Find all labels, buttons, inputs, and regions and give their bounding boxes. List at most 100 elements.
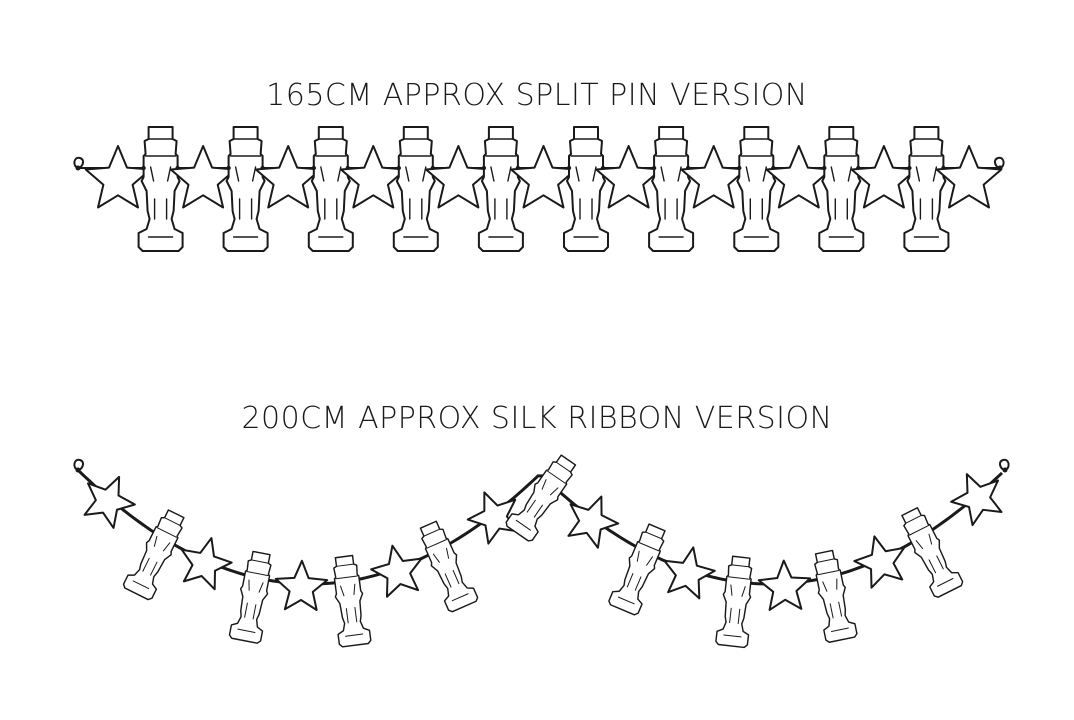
nutcracker-shape [307,126,354,252]
star-shape [425,145,492,209]
star-piece [853,535,906,589]
nutcracker-piece [903,126,950,252]
star-piece [757,559,812,611]
silk-ribbon [76,468,1004,586]
nutcracker-piece [563,126,609,252]
end-loop [993,156,1005,169]
end-knot [75,467,81,473]
nutcracker-piece [137,126,184,252]
star-piece [370,544,423,598]
star-shape [274,559,329,611]
star-piece [254,145,322,209]
split-pin [907,165,912,171]
nutcracker-piece [222,126,269,252]
nutcracker-piece [733,126,780,252]
star-shape [595,145,662,209]
star-shape [180,537,233,591]
silk-ribbon-garland-illustration [73,454,1010,649]
star-piece [567,495,620,549]
nutcracker-piece [392,126,439,252]
nutcracker-piece [648,126,695,252]
star-shape [850,145,918,209]
nutcracker-shape [505,454,577,542]
nutcracker-shape [733,126,780,252]
split-pin [822,165,827,171]
star-shape [567,495,620,549]
nutcracker-piece [419,520,479,613]
end-knot [75,165,81,171]
end-loop [73,458,85,471]
star-shape [339,145,407,209]
nutcracker-shape [477,126,524,252]
nutcracker-shape [563,126,609,252]
split-pin-version-caption: 165CM APPROX SPLIT PIN VERSION [266,78,808,113]
star-piece [83,475,136,529]
star-shape [680,145,748,209]
nutcracker-piece [814,549,858,643]
star-shape [510,145,577,209]
nutcracker-shape [715,555,753,649]
split-pin [651,165,657,171]
split-pin [481,165,487,171]
star-shape [84,145,152,209]
nutcracker-piece [608,523,666,616]
nutcracker-shape [419,520,479,613]
nutcracker-piece [228,550,272,644]
star-piece [765,145,833,209]
star-shape [853,535,906,589]
star-shape [169,145,237,209]
star-shape [466,491,519,545]
nutcracker-shape [901,507,964,598]
nutcracker-shape [333,554,372,648]
nutcracker-shape [228,550,272,644]
star-shape [370,544,423,598]
split-pin [566,165,572,171]
star-piece [84,145,152,209]
star-shape [254,145,322,209]
star-piece [466,491,519,545]
star-shape [757,559,812,611]
star-piece [510,145,577,209]
star-shape [765,145,833,209]
star-piece [935,145,1003,209]
star-shape [935,145,1003,209]
split-pin [141,165,146,171]
nutcracker-shape [903,126,950,252]
nutcracker-shape [648,126,695,252]
end-loop [73,156,85,169]
nutcracker-shape [608,523,666,616]
star-shape [950,473,1003,527]
star-piece [274,559,329,611]
star-piece [425,145,492,209]
nutcracker-piece [505,454,577,542]
star-shape [663,546,716,600]
star-piece [595,145,662,209]
end-knot [1002,467,1008,473]
star-piece [180,537,233,591]
split-pin [226,165,231,171]
star-shape [83,475,136,529]
split-pin [396,165,401,171]
nutcracker-piece [307,126,354,252]
nutcracker-piece [122,509,185,601]
nutcracker-shape [137,126,184,252]
split-pin [311,165,316,171]
star-piece [663,546,716,600]
nutcracker-shape [392,126,439,252]
nutcracker-piece [818,126,865,252]
star-piece [950,473,1003,527]
star-piece [169,145,237,209]
split-pin [737,165,742,171]
end-loop [998,458,1010,471]
nutcracker-shape [814,549,858,643]
split-pin-garland-illustration [73,126,1005,252]
nutcracker-piece [333,554,372,648]
star-piece [339,145,407,209]
nutcracker-piece [715,555,753,649]
star-piece [680,145,748,209]
nutcracker-shape [818,126,865,252]
silk-ribbon-version-caption: 200CM APPROX SILK RIBBON VERSION [241,401,833,436]
nutcracker-shape [222,126,269,252]
nutcracker-piece [901,507,964,598]
nutcracker-piece [477,126,524,252]
